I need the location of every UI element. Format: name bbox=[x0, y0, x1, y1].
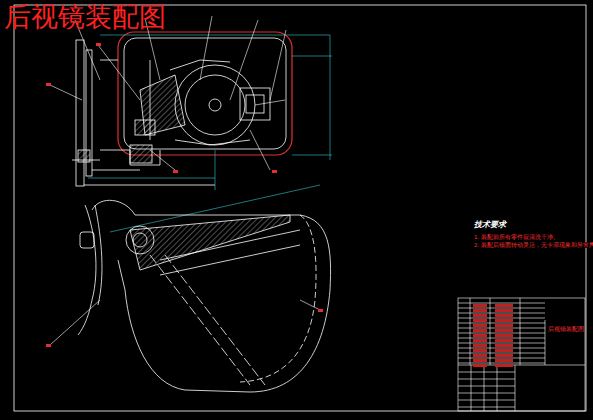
notes-heading: 技术要求 bbox=[474, 221, 506, 230]
title-block bbox=[458, 298, 585, 411]
drawing-frame bbox=[14, 5, 586, 411]
dimension-lines bbox=[88, 35, 332, 232]
mirror-body bbox=[78, 200, 331, 392]
callout-marks bbox=[46, 43, 323, 347]
housing bbox=[100, 32, 292, 165]
note-line: 1. 装配前所有零件应清洗干净。 bbox=[474, 234, 559, 240]
drive-mechanism bbox=[135, 60, 270, 145]
leader-lines bbox=[50, 16, 320, 345]
drawing-title: 后视镜装配图 bbox=[4, 2, 166, 32]
title-block-name: 后视镜装配图 bbox=[548, 326, 584, 333]
note-line: 2. 装配后镜面转动灵活，无卡滞现象和异常声响。 bbox=[474, 242, 593, 248]
